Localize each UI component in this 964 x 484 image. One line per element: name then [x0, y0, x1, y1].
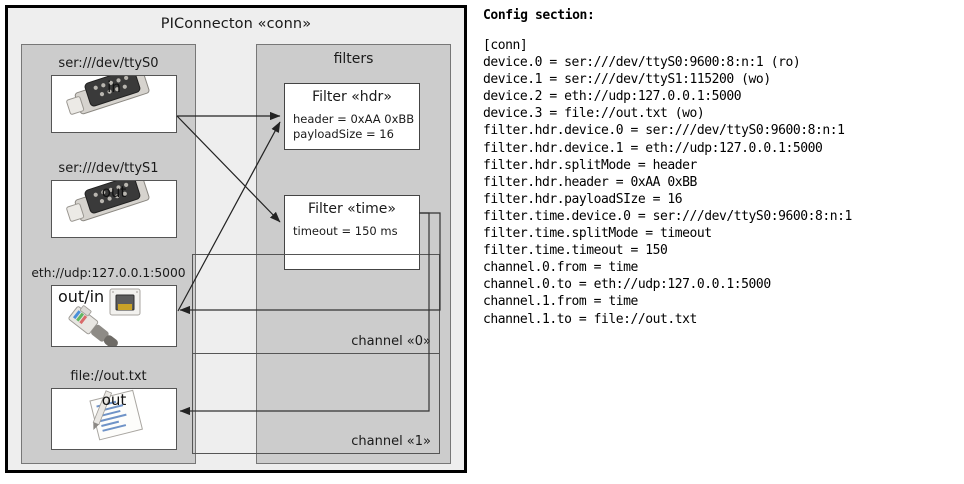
config-body-text: [conn] device.0 = ser:///dev/ttyS0:9600:…: [483, 38, 852, 327]
config-heading: Config section:: [483, 8, 595, 23]
text-file-icon: [89, 389, 143, 441]
filter-hdr-props: header = 0xAA 0xBB payloadSize = 16: [293, 112, 414, 142]
filter-time-title: Filter «time»: [308, 201, 396, 217]
filter-hdr-prop-header: header = 0xAA 0xBB: [293, 112, 415, 126]
device-io-ttys0: in: [107, 78, 121, 96]
device-box-ttys0[interactable]: in: [51, 75, 177, 133]
ethernet-socket-icon: [68, 288, 141, 346]
device-io-file: out: [101, 391, 127, 409]
device-box-eth[interactable]: out/in: [51, 285, 177, 347]
filter-time-prop-timeout: timeout = 150 ms: [293, 224, 398, 238]
serial-port-icon: [66, 181, 150, 222]
device-io-ttys1: out: [101, 183, 127, 201]
device-label-ttys1: ser:///dev/ttyS1: [58, 161, 159, 176]
config-section: Config section: [conn] device.0 = ser://…: [483, 8, 959, 328]
channel-0-label: channel «0»: [351, 334, 431, 349]
filter-box-hdr[interactable]: Filter «hdr» header = 0xAA 0xBB payloadS…: [284, 83, 420, 150]
filter-time-props: timeout = 150 ms: [293, 224, 398, 239]
device-label-eth: eth://udp:127.0.0.1:5000: [31, 266, 186, 280]
device-box-ttys1[interactable]: out: [51, 180, 177, 238]
device-label-ttys0: ser:///dev/ttyS0: [58, 56, 159, 71]
serial-port-icon: [66, 76, 150, 115]
channel-box-0[interactable]: channel «0»: [192, 254, 440, 354]
diagram-title: PIConnecton «conn»: [160, 16, 312, 32]
device-io-eth: out/in: [58, 287, 105, 306]
device-label-file: file://out.txt: [70, 369, 147, 384]
filter-hdr-title: Filter «hdr»: [312, 89, 392, 105]
filters-panel: filters Filter «hdr» header = 0xAA 0xBB …: [192, 44, 451, 464]
filter-hdr-prop-payload: payloadSize = 16: [293, 127, 394, 141]
connector-diagram: PIConnecton «conn» ser:///dev/ttyS0 in: [5, 5, 467, 473]
device-box-file[interactable]: out: [51, 388, 177, 450]
channel-box-1[interactable]: channel «1»: [192, 353, 440, 454]
channel-1-label: channel «1»: [351, 434, 431, 449]
filters-panel-title: filters: [333, 51, 374, 67]
devices-panel: ser:///dev/ttyS0 in: [21, 44, 196, 464]
